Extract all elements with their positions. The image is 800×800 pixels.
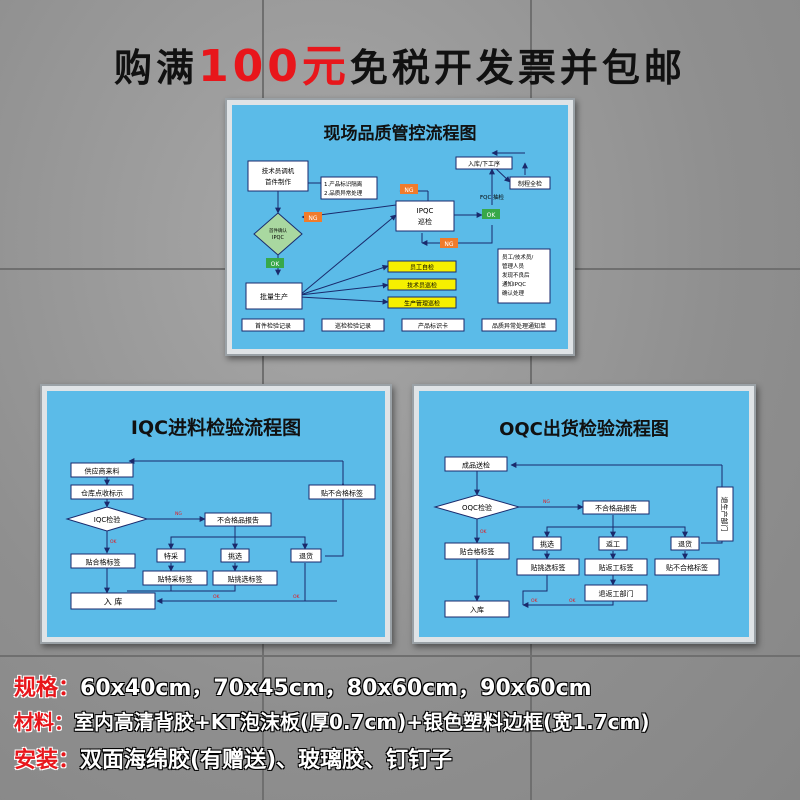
store-ok-1: OK	[213, 594, 221, 600]
checklist-line2: 2.品质异常处理	[324, 189, 363, 197]
warehouse-label: 入库/下工序	[468, 160, 500, 168]
headline-post: 免税开发票并包邮	[349, 46, 686, 90]
headline-pre: 购满	[114, 46, 199, 90]
ng-tag-2: NG	[308, 215, 317, 222]
ipqc-line2: 巡检	[418, 217, 432, 226]
iqc-ok-label: OK	[110, 539, 118, 545]
spec-size: 规格：60x40cm，70x45cm，80x60cm，90x60cm	[14, 670, 592, 702]
board-oqc-diagram: 成品送检 OQC检验 NG OK 不合格品报告 挑选 返工 退货 退生产部门 贴…	[433, 456, 734, 618]
oqc-ok-label: OK	[480, 529, 488, 535]
footer-2: 巡检检验记录	[335, 322, 371, 330]
board-iqc: IQC进料检验流程图	[47, 391, 385, 637]
mass-production-label: 批量生产	[260, 292, 288, 301]
notice-line3: 发现不良后	[502, 271, 530, 279]
notice-line4: 通知IPQC	[502, 280, 526, 288]
oqc-label: OQC检验	[462, 503, 492, 512]
board-quality: 现场品质管控流程图	[232, 105, 568, 349]
tech-patrol-label: 技术员巡检	[407, 282, 437, 290]
iqc-label: IQC检验	[94, 515, 120, 524]
oqc-store-label: 入库	[470, 605, 484, 614]
spec-size-label: 规格：	[14, 676, 81, 701]
promo-headline: 购满100元免税开发票并包邮	[0, 30, 800, 94]
tech-box-line2: 首件制作	[265, 177, 292, 186]
self-check-label: 员工自检	[410, 264, 434, 272]
oqc-rework-tag-label: 贴返工标签	[599, 563, 634, 572]
oqc-rework-label: 返工	[606, 541, 620, 549]
board-quality-frame: 现场品质管控流程图	[225, 98, 575, 356]
footer-3: 产品标识卡	[418, 322, 448, 330]
iqc-ng-label: NG	[175, 511, 182, 517]
first-confirm-line1: 首件确认	[269, 227, 287, 234]
spec-install: 安装：双面海绵胶(有赠送)、玻璃胶、钉钉子	[14, 742, 452, 774]
oqc-pick-label: 挑选	[540, 540, 554, 549]
first-confirm-line2: IPQC	[272, 235, 284, 241]
special-tag-label: 贴特采标签	[158, 575, 193, 584]
oqc-ng-label: NG	[543, 499, 550, 505]
board-oqc: OQC出货检验流程图	[419, 391, 749, 637]
board-iqc-frame: IQC进料检验流程图	[40, 384, 392, 644]
process-check-label: 制程全检	[518, 180, 542, 188]
fqc-label: FQC 抽检	[480, 193, 505, 201]
board-quality-title: 现场品质管控流程图	[323, 124, 477, 144]
footer-1: 首件检验记录	[255, 322, 291, 330]
mgr-patrol-label: 生产管理巡检	[404, 300, 440, 308]
reject-tag-label: 贴不合格标签	[321, 489, 363, 498]
notice-line1: 员工/技术员/	[502, 253, 533, 261]
spec-install-label: 安装：	[14, 748, 81, 773]
receive-label: 仓库点收标示	[81, 489, 123, 498]
footer-4: 品质异常处理通知单	[492, 322, 546, 330]
notice-line5: 确认处理	[502, 289, 525, 297]
oqc-reject-tag-label: 贴不合格标签	[666, 563, 708, 572]
board-quality-diagram: 技术员调机 首件制作 1.产品标识隔离 2.品质异常处理 NG 首件确认 IPQ…	[241, 150, 557, 332]
board-iqc-title: IQC进料检验流程图	[130, 417, 302, 439]
supplier-label: 供应商来料	[85, 467, 120, 476]
prod-dept-label: 退生产部门	[720, 497, 729, 532]
tech-box-line1: 技术员调机	[262, 166, 295, 175]
spec-material: 材料：室内高清背胶+KT泡沫板(厚0.7cm)+银色塑料边框(宽1.7cm)	[14, 706, 649, 735]
rework-dept-label: 退返工部门	[599, 589, 634, 598]
spec-install-text: 双面海绵胶(有赠送)、玻璃胶、钉钉子	[80, 748, 453, 773]
store-label: 入 库	[104, 597, 123, 607]
select-label: 挑选	[228, 552, 242, 561]
spec-material-label: 材料：	[14, 710, 74, 734]
store-ok-2: OK	[293, 594, 301, 600]
ng-tag-1: NG	[404, 187, 413, 194]
ipqc-line1: IPQC	[417, 207, 434, 215]
board-iqc-diagram: 供应商来料 仓库点收标示 IQC检验 NG OK 不合格品报告 特采 挑选 退货…	[65, 458, 376, 610]
return-label: 退货	[299, 552, 313, 561]
select-tag-label: 贴挑选标签	[228, 575, 263, 584]
report-label: 不合格品报告	[217, 516, 259, 525]
oqc-send-label: 成品送检	[462, 461, 490, 470]
spec-size-text: 60x40cm，70x45cm，80x60cm，90x60cm	[80, 676, 592, 701]
ok-tag-2: OK	[487, 212, 497, 219]
oqc-report-label: 不合格品报告	[595, 504, 637, 513]
checklist-line1: 1.产品标识隔离	[324, 180, 363, 188]
oqc-pass-tag-label: 贴合格标签	[460, 547, 495, 556]
board-oqc-frame: OQC出货检验流程图	[412, 384, 756, 644]
special-label: 特采	[164, 552, 178, 561]
pass-tag-label: 贴合格标签	[86, 558, 121, 567]
spec-material-text: 室内高清背胶+KT泡沫板(厚0.7cm)+银色塑料边框(宽1.7cm)	[74, 710, 650, 734]
oqc-pick-tag-label: 贴挑选标签	[531, 563, 566, 572]
oqc-store-ok-1: OK	[531, 598, 539, 604]
notice-line2: 管理人员	[502, 262, 525, 270]
oqc-store-ok-2: OK	[569, 598, 577, 604]
ng-tag-3: NG	[444, 241, 453, 248]
ok-tag-1: OK	[271, 261, 281, 268]
oqc-return-label: 退货	[678, 540, 692, 549]
board-oqc-title: OQC出货检验流程图	[499, 419, 669, 440]
headline-amount: 100元	[198, 41, 350, 92]
